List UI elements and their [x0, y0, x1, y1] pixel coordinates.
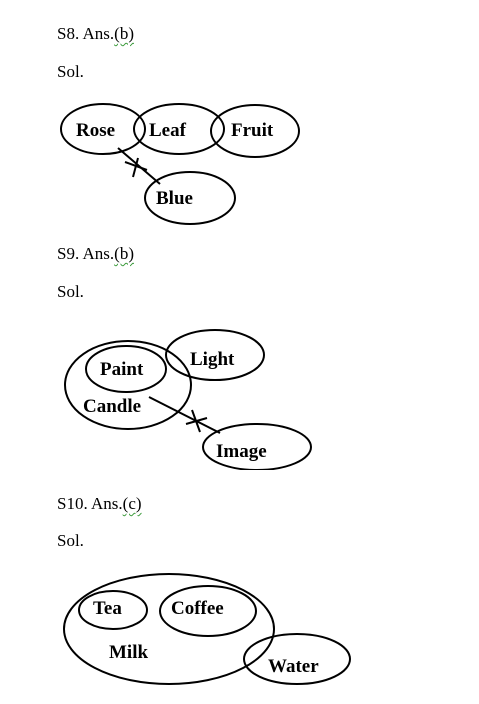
q8-label-blue: Blue [156, 188, 193, 209]
q10-circle-milk [63, 573, 275, 685]
q9-circle-light [165, 329, 265, 381]
q10-answer: S10. Ans.(c) [57, 494, 142, 514]
q9-label-paint: Paint [100, 359, 144, 380]
q10-venn-diagram: Tea Coffee Milk Water [63, 573, 351, 685]
q10-sol-label: Sol. [57, 531, 84, 550]
q9-answer-label: S9. Ans. [57, 244, 115, 263]
q8-connector-rose-blue [117, 147, 161, 185]
q10-circle-coffee [159, 585, 257, 637]
q9-answer: S9. Ans.(b) [57, 244, 134, 264]
q9-circle-paint [85, 345, 167, 393]
q10-label-tea: Tea [93, 598, 122, 619]
q9-circle-image [202, 423, 312, 470]
q10-label-milk: Milk [109, 642, 148, 663]
q9-cross-mark-b [191, 409, 201, 433]
q8-sol-label: Sol. [57, 62, 84, 81]
q8-answer: S8. Ans.(b) [57, 24, 134, 44]
q10-answer-label: S10. Ans. [57, 494, 123, 513]
q8-label-fruit: Fruit [231, 120, 274, 141]
q9-sol-label: Sol. [57, 282, 84, 301]
q9-venn-diagram: Paint Light Candle Image [64, 329, 312, 470]
q9-circle-candle [64, 340, 192, 430]
q10-circle-water [243, 633, 351, 685]
q8-cross-mark-b [132, 157, 139, 178]
q9-label-candle: Candle [83, 396, 141, 417]
q8-circle-fruit [210, 104, 300, 158]
q8-venn-diagram: Rose Leaf Fruit Blue [60, 103, 300, 225]
q10-label-coffee: Coffee [171, 598, 224, 619]
q8-label-rose: Rose [76, 120, 115, 141]
q9-label-light: Light [190, 349, 235, 370]
q9-label-image: Image [216, 441, 267, 462]
q10-label-water: Water [268, 656, 319, 677]
q8-circle-rose [60, 103, 146, 155]
q8-answer-choice: (b) [114, 24, 134, 43]
q8-circle-blue [144, 171, 236, 225]
q8-answer-label: S8. Ans. [57, 24, 115, 43]
q8-circle-leaf [133, 103, 225, 155]
q8-label-leaf: Leaf [149, 120, 187, 141]
q10-circle-tea [78, 590, 148, 630]
q9-answer-choice: (b) [114, 244, 134, 263]
q10-answer-choice: (c) [122, 494, 142, 513]
q9-connector-candle-image [148, 396, 221, 434]
